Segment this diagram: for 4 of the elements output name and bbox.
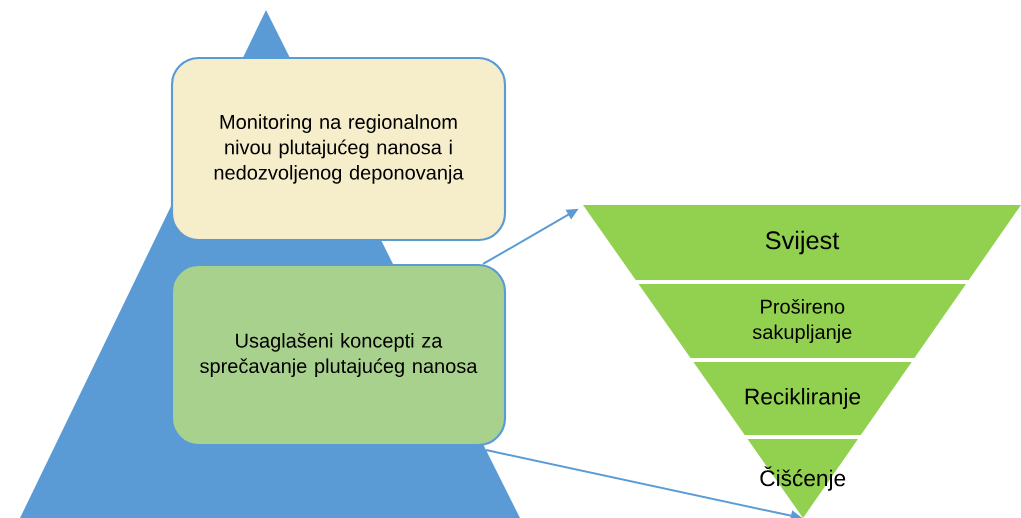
rounded-box: Monitoring na regionalnom nivou plutajućeg nanosa i nedozvoljenog deponovanja bbox=[170, 56, 507, 242]
funnel-band: Prošireno sakupljanje bbox=[638, 284, 966, 358]
funnel-band: Svijest bbox=[583, 205, 1021, 280]
funnel-band: Recikliranje bbox=[693, 362, 912, 435]
